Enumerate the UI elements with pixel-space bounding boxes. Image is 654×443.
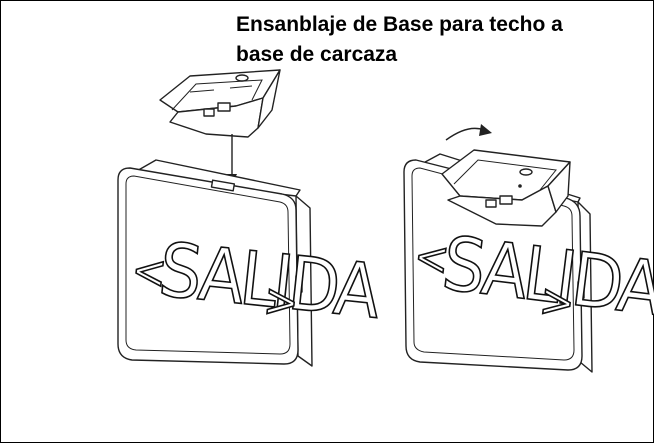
title-line-1: Ensanblaje de Base para techo a xyxy=(236,13,563,36)
sign-arrow-right-right: > xyxy=(537,272,578,330)
sign-arrow-left-right: < xyxy=(411,228,452,286)
rotation-arrow xyxy=(445,124,492,141)
ceiling-canopy-right xyxy=(441,149,571,227)
title-line-2: base de carcaza xyxy=(236,43,398,66)
exit-sign-left: SALIDA < > xyxy=(117,159,386,367)
ceiling-canopy-left xyxy=(159,69,281,138)
sign-arrow-right: > xyxy=(261,273,301,330)
sign-arrow-left: < xyxy=(129,242,169,299)
diagram-title: Ensanblaje de Base para techo a base de … xyxy=(236,10,648,70)
